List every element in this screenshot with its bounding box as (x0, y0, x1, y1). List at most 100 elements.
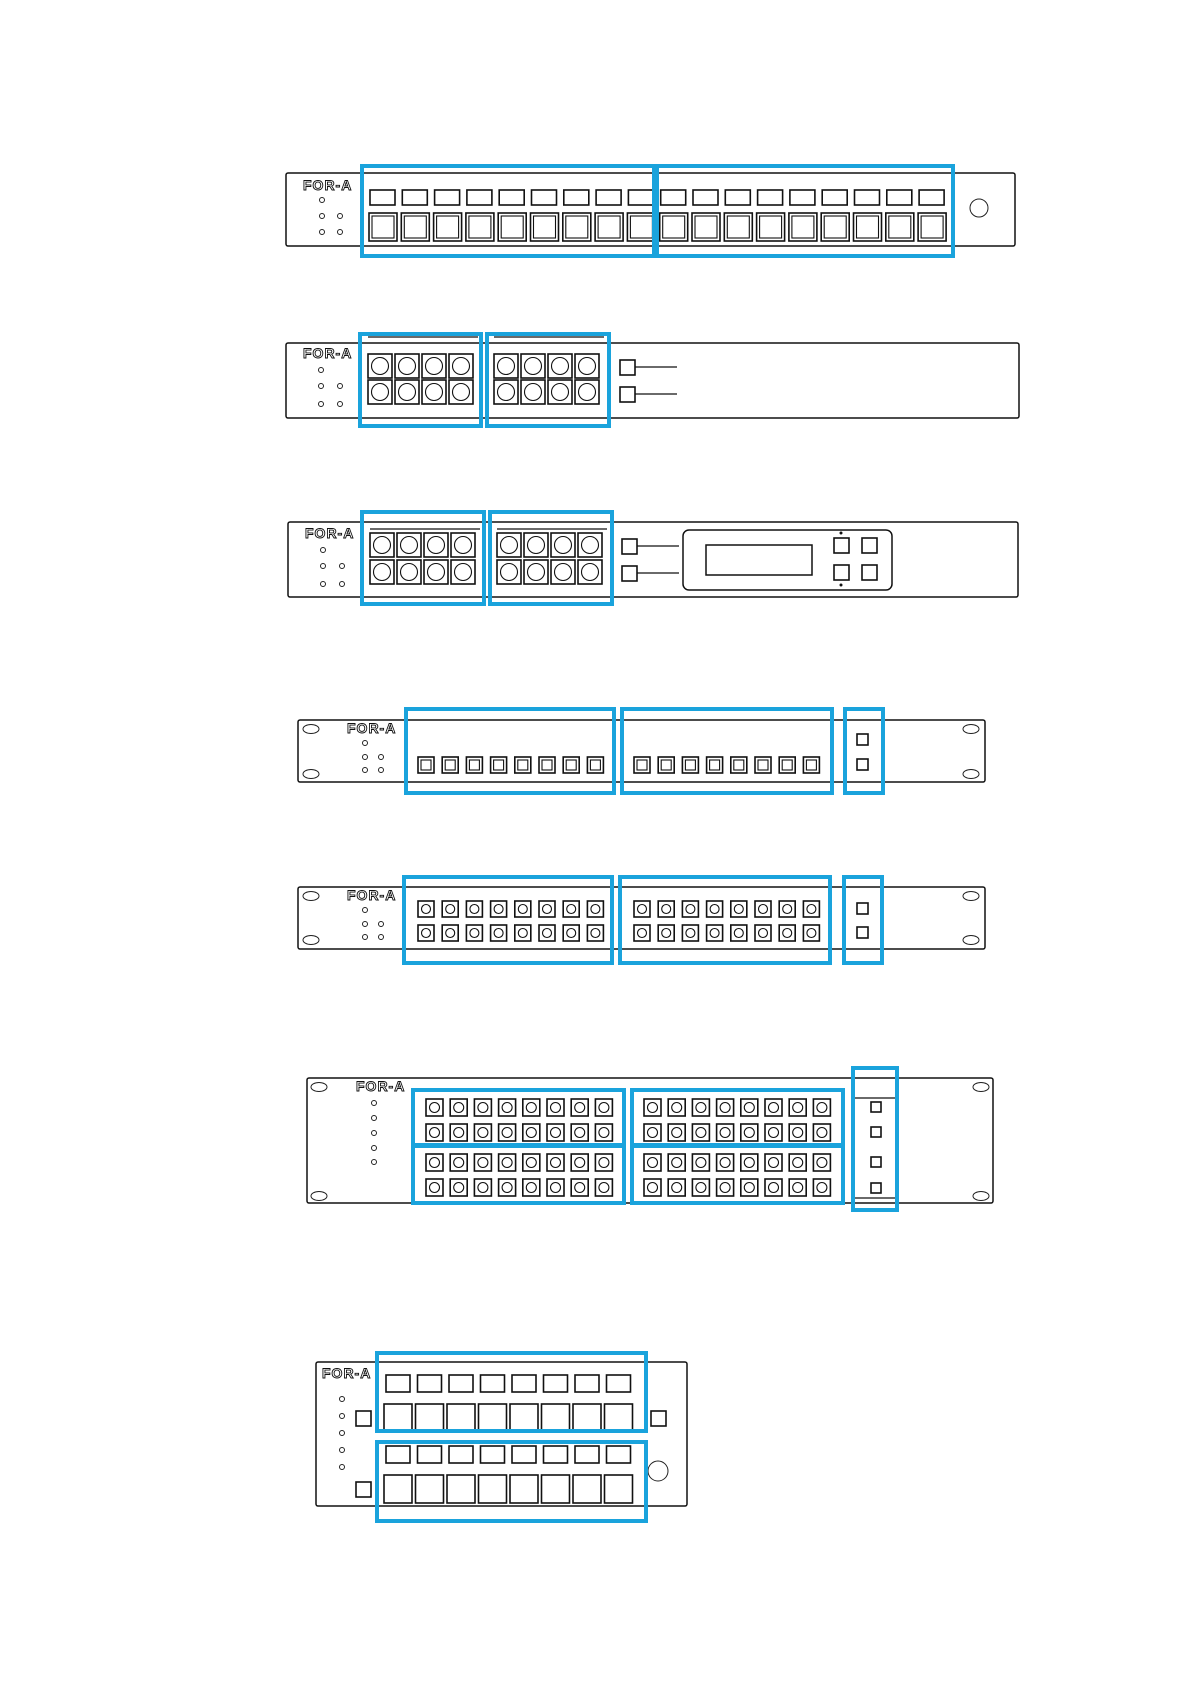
key-button[interactable] (564, 190, 589, 205)
key-button[interactable] (418, 1375, 442, 1392)
key-button[interactable] (573, 1475, 601, 1503)
key-button[interactable] (447, 1475, 475, 1503)
key-button-face[interactable] (454, 1128, 464, 1138)
key-button-face[interactable] (793, 1158, 803, 1168)
key-button-face[interactable] (543, 905, 552, 914)
key-button-face[interactable] (672, 1158, 682, 1168)
key-button-face[interactable] (430, 1103, 440, 1113)
key-button[interactable] (575, 1446, 599, 1463)
key-button-face[interactable] (575, 1158, 585, 1168)
select-button[interactable] (620, 387, 635, 402)
key-button-face[interactable] (817, 1158, 827, 1168)
key-button-face[interactable] (551, 1103, 561, 1113)
key-button-face[interactable] (696, 1183, 706, 1193)
key-button-face[interactable] (696, 1128, 706, 1138)
key-button-face[interactable] (478, 1128, 488, 1138)
aux-button[interactable] (857, 903, 868, 914)
key-button[interactable] (758, 190, 783, 205)
key-button-face[interactable] (793, 1128, 803, 1138)
key-button-face[interactable] (648, 1158, 658, 1168)
key-button[interactable] (607, 1375, 631, 1392)
key-button-face[interactable] (807, 905, 816, 914)
key-button[interactable] (449, 1375, 473, 1392)
key-button-face[interactable] (430, 1128, 440, 1138)
key-button-face[interactable] (525, 384, 542, 401)
select-button[interactable] (620, 360, 635, 375)
key-button-face[interactable] (817, 1128, 827, 1138)
key-button-face[interactable] (426, 384, 443, 401)
cancel-button[interactable] (862, 565, 877, 580)
key-button-face[interactable] (455, 564, 472, 581)
key-button-face[interactable] (630, 216, 652, 238)
key-button[interactable] (532, 190, 557, 205)
key-button-face[interactable] (760, 216, 782, 238)
up-button[interactable] (834, 538, 849, 553)
key-button-face[interactable] (528, 564, 545, 581)
key-button-face[interactable] (494, 760, 504, 770)
key-button-face[interactable] (567, 929, 576, 938)
key-button-face[interactable] (637, 760, 647, 770)
key-button-face[interactable] (502, 1183, 512, 1193)
key-button[interactable] (386, 1375, 410, 1392)
key-button[interactable] (384, 1475, 412, 1503)
key-button-face[interactable] (579, 358, 596, 375)
key-button-face[interactable] (372, 216, 394, 238)
key-button[interactable] (790, 190, 815, 205)
key-button[interactable] (481, 1375, 505, 1392)
key-button-face[interactable] (421, 760, 431, 770)
key-button[interactable] (416, 1475, 444, 1503)
key-button[interactable] (544, 1375, 568, 1392)
key-button[interactable] (449, 1446, 473, 1463)
key-button-face[interactable] (454, 1158, 464, 1168)
key-button[interactable] (542, 1404, 570, 1432)
key-button-face[interactable] (599, 1183, 609, 1193)
key-button[interactable] (573, 1404, 601, 1432)
key-button[interactable] (693, 190, 718, 205)
key-button[interactable] (605, 1404, 633, 1432)
key-button-face[interactable] (734, 760, 744, 770)
key-button-face[interactable] (526, 1183, 536, 1193)
key-button-face[interactable] (551, 1128, 561, 1138)
key-button[interactable] (512, 1375, 536, 1392)
key-button-face[interactable] (661, 760, 671, 770)
key-button-face[interactable] (744, 1158, 754, 1168)
key-button-face[interactable] (672, 1103, 682, 1113)
key-button-face[interactable] (478, 1158, 488, 1168)
left-select-button[interactable] (356, 1411, 371, 1426)
key-button-face[interactable] (648, 1103, 658, 1113)
key-button-face[interactable] (579, 384, 596, 401)
key-button-face[interactable] (806, 760, 816, 770)
key-button-face[interactable] (710, 929, 719, 938)
key-button-face[interactable] (807, 929, 816, 938)
key-button[interactable] (855, 190, 880, 205)
key-button-face[interactable] (758, 760, 768, 770)
key-button-face[interactable] (685, 760, 695, 770)
key-button-face[interactable] (399, 384, 416, 401)
key-button-face[interactable] (518, 929, 527, 938)
left-select-button[interactable] (356, 1482, 371, 1497)
key-button-face[interactable] (648, 1128, 658, 1138)
key-button-face[interactable] (817, 1103, 827, 1113)
key-button-face[interactable] (478, 1103, 488, 1113)
key-button-face[interactable] (551, 1158, 561, 1168)
key-button-face[interactable] (469, 760, 479, 770)
key-button[interactable] (607, 1446, 631, 1463)
key-button-face[interactable] (445, 760, 455, 770)
key-button-face[interactable] (590, 760, 600, 770)
key-button-face[interactable] (518, 760, 528, 770)
key-button-face[interactable] (453, 358, 470, 375)
key-button[interactable] (499, 190, 524, 205)
key-button-face[interactable] (582, 564, 599, 581)
key-button-face[interactable] (857, 216, 879, 238)
key-button-face[interactable] (769, 1128, 779, 1138)
key-button-face[interactable] (599, 1128, 609, 1138)
key-button-face[interactable] (889, 216, 911, 238)
key-button-face[interactable] (720, 1103, 730, 1113)
key-button-face[interactable] (591, 929, 600, 938)
key-button-face[interactable] (686, 929, 695, 938)
key-button-face[interactable] (783, 905, 792, 914)
key-button-face[interactable] (552, 358, 569, 375)
key-button-face[interactable] (824, 216, 846, 238)
key-button-face[interactable] (551, 1183, 561, 1193)
key-button[interactable] (386, 1446, 410, 1463)
